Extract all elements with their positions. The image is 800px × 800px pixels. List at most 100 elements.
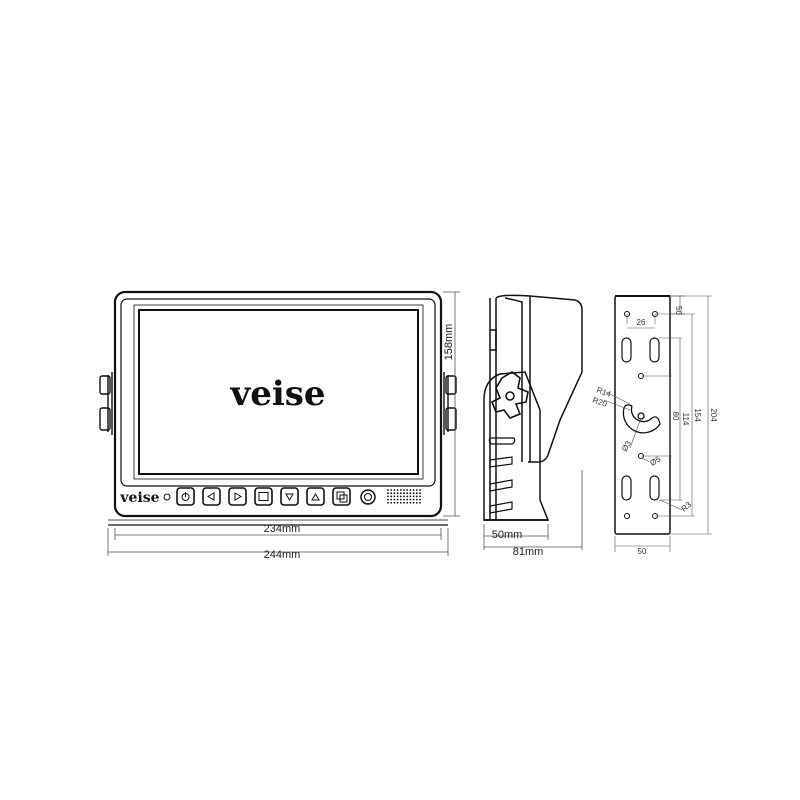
speaker-dot	[406, 501, 409, 504]
dim-154: 154	[693, 408, 702, 422]
screen-border	[133, 304, 424, 480]
bracket-dimensions	[603, 295, 712, 552]
speaker-dot	[390, 498, 393, 501]
speaker-dot	[403, 495, 405, 498]
speaker-dot	[409, 498, 412, 501]
speaker-grille-icon	[387, 489, 421, 504]
speaker-dot	[396, 501, 399, 504]
speaker-dot	[419, 489, 421, 491]
speaker-dot	[412, 495, 415, 498]
speaker-dot	[415, 498, 418, 501]
side-housing	[495, 294, 583, 463]
button-source[interactable]	[332, 487, 351, 506]
speaker-dot	[393, 498, 396, 501]
dim-204: 204	[709, 408, 718, 422]
monitor-housing	[113, 290, 443, 518]
speaker-dot	[396, 498, 399, 501]
speaker-dot	[409, 492, 412, 495]
bracket-view	[614, 295, 671, 535]
dim-r3: R3	[680, 500, 694, 514]
right-arrow-icon	[234, 492, 242, 501]
speaker-dot	[393, 501, 396, 504]
button-down[interactable]	[280, 487, 299, 506]
dim-234mm: 234mm	[264, 523, 301, 535]
speaker-dot	[412, 492, 415, 495]
speaker-dot	[399, 492, 402, 495]
monitor-inner-frame	[120, 298, 436, 487]
speaker-dot	[403, 492, 405, 495]
speaker-dot	[396, 492, 399, 495]
side-knob-icon	[490, 371, 529, 419]
side-dimensions	[483, 470, 583, 550]
menu-icon	[258, 492, 269, 501]
speaker-dot	[415, 492, 418, 495]
speaker-dot	[415, 495, 418, 498]
button-right[interactable]	[228, 487, 247, 506]
speaker-dot	[406, 495, 409, 498]
speaker-dot	[399, 498, 402, 501]
button-left[interactable]	[202, 487, 221, 506]
speaker-dot	[412, 489, 415, 491]
speaker-dot	[387, 498, 389, 501]
ir-sensor-icon	[163, 493, 171, 501]
speaker-dot	[409, 489, 412, 491]
bezel-logo: veise	[119, 490, 159, 506]
speaker-dot	[403, 489, 405, 491]
button-up[interactable]	[306, 487, 325, 506]
dim-114: 114	[681, 413, 690, 426]
dim-244mm: 244mm	[264, 549, 301, 561]
speaker-dot	[387, 495, 389, 498]
dim-d3: Ø3	[620, 439, 633, 453]
left-arrow-icon	[207, 492, 215, 501]
speaker-dot	[399, 495, 402, 498]
speaker-dot	[412, 501, 415, 504]
screen-logo: veise	[229, 374, 325, 414]
dim-50mm: 50mm	[492, 529, 523, 541]
speaker-dot	[387, 501, 389, 504]
speaker-dot	[390, 495, 393, 498]
speaker-dot	[390, 489, 393, 491]
side-view	[483, 294, 583, 521]
side-bracket-slots	[488, 437, 516, 514]
left-mount-knobs	[99, 372, 113, 435]
speaker-dot	[409, 501, 412, 504]
speaker-dot	[393, 489, 396, 491]
speaker-dot	[390, 492, 393, 495]
button-power[interactable]	[176, 487, 195, 506]
speaker-dot	[387, 492, 389, 495]
speaker-dot	[415, 489, 418, 491]
speaker-dot	[393, 492, 396, 495]
button-menu[interactable]	[254, 487, 273, 506]
knob-icon[interactable]	[360, 489, 376, 505]
speaker-dot	[419, 498, 421, 501]
dim-158mm: 158mm	[443, 324, 455, 361]
speaker-dot	[399, 501, 402, 504]
dim-bracket-26: 26	[637, 318, 646, 327]
power-icon	[181, 492, 190, 501]
speaker-dot	[406, 498, 409, 501]
speaker-dot	[419, 495, 421, 498]
speaker-dot	[387, 489, 389, 491]
speaker-dot	[409, 495, 412, 498]
front-dimensions	[107, 291, 460, 556]
speaker-dot	[390, 501, 393, 504]
right-mount-knobs	[443, 372, 457, 435]
dim-bracket-bottom: 50	[638, 547, 647, 556]
bracket-arc-slot	[622, 404, 661, 434]
speaker-dot	[399, 489, 402, 491]
speaker-dot	[419, 501, 421, 504]
speaker-dot	[406, 489, 409, 491]
screen	[138, 309, 419, 475]
bracket-slots	[621, 337, 660, 501]
speaker-dot	[403, 498, 405, 501]
dim-80: 80	[671, 412, 680, 421]
speaker-dot	[393, 495, 396, 498]
bracket-holes	[624, 311, 658, 519]
speaker-dot	[403, 501, 405, 504]
speaker-dot	[415, 501, 418, 504]
speaker-dot	[396, 489, 399, 491]
dim-81mm: 81mm	[513, 546, 544, 558]
speaker-dot	[396, 495, 399, 498]
speaker-dot	[419, 492, 421, 495]
